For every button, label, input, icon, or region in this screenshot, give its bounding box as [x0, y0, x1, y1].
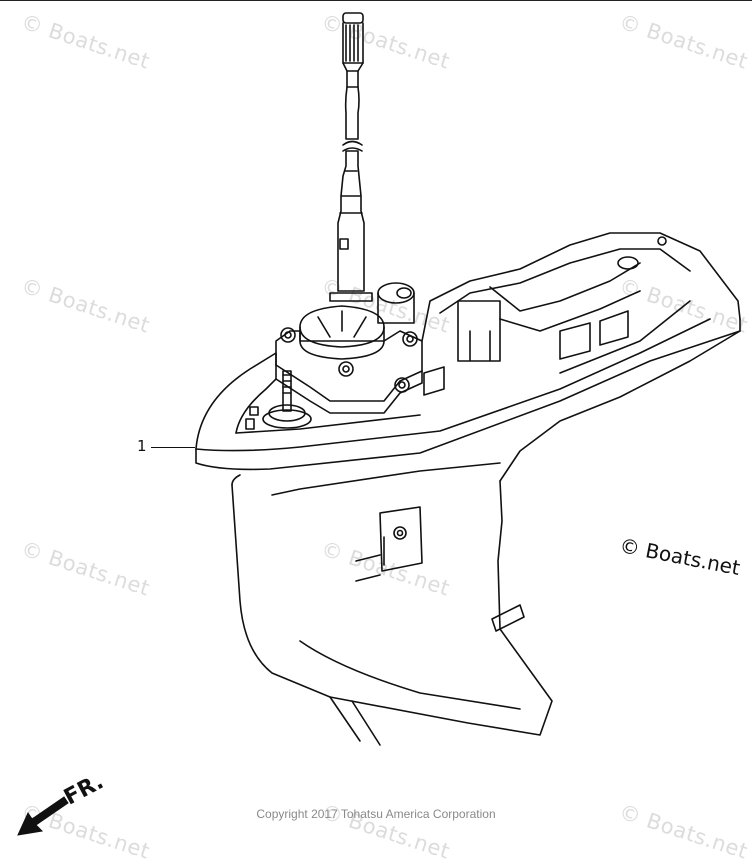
- shift-rod: [245, 370, 312, 430]
- mounting-plate: [275, 327, 423, 414]
- lower-unit-housing: [231, 330, 741, 746]
- callout-leader-line: [151, 447, 195, 448]
- water-pump: [299, 282, 415, 360]
- gear-case-deck: [195, 232, 741, 471]
- front-arrow-icon: [17, 796, 69, 836]
- copyright-text: Copyright 2017 Tohatsu America Corporati…: [256, 807, 496, 821]
- callout-number: 1: [137, 437, 147, 455]
- drive-shaft: [329, 12, 373, 302]
